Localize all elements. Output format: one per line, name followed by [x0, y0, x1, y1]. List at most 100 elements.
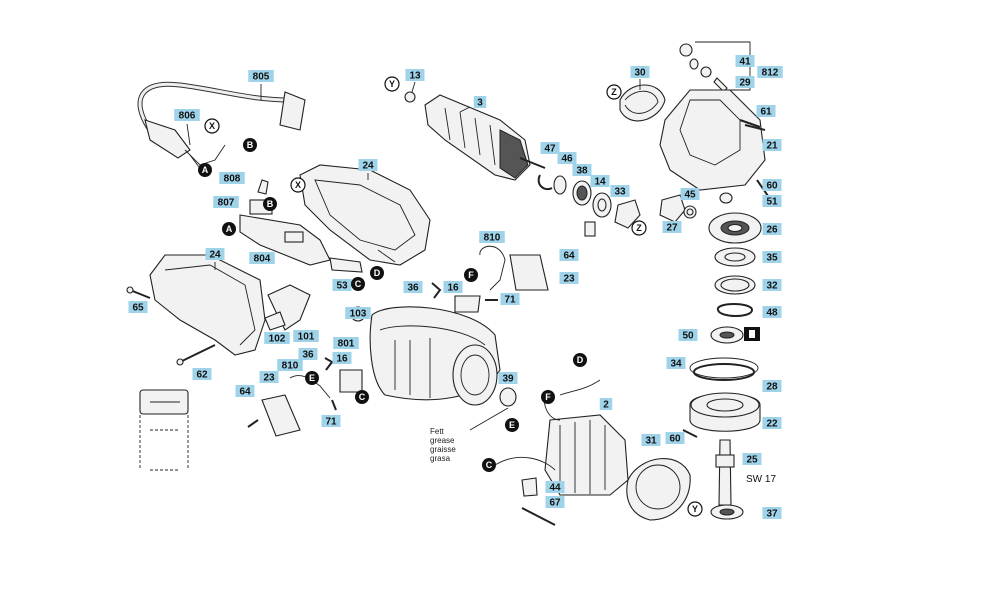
part-label-34: 34	[666, 357, 686, 370]
part-label-64a: 64	[559, 249, 579, 262]
part-label-box	[678, 329, 698, 341]
part-label-text: 50	[682, 331, 694, 342]
part-label-box	[205, 248, 225, 260]
part-labels: 8058068088078042424133474638143330412981…	[128, 55, 783, 520]
callout-letter: A	[202, 165, 209, 175]
callout-circle	[687, 501, 703, 517]
callout-x: X	[290, 177, 306, 193]
part-label-box	[757, 66, 783, 78]
part-label-32: 32	[762, 279, 782, 292]
part-label-33: 33	[610, 185, 630, 198]
callout-circle	[305, 371, 319, 385]
part-label-3: 3	[473, 96, 487, 109]
part-label-text: 27	[666, 223, 678, 234]
part-label-text: 64	[563, 251, 575, 262]
part-label-text: 39	[502, 374, 514, 385]
callout-letter: Z	[636, 223, 642, 233]
part-label-text: 67	[549, 498, 561, 509]
marking-icon	[744, 327, 760, 341]
callout-circle	[505, 418, 519, 432]
part-label-box	[545, 481, 565, 493]
callout-letter: D	[374, 268, 381, 278]
callout-letter: C	[359, 392, 366, 402]
part-label-30: 30	[630, 66, 650, 79]
part-label-47: 47	[540, 142, 560, 155]
callout-e: E	[305, 371, 319, 385]
part-label-text: 30	[634, 68, 646, 79]
callout-b: B	[243, 138, 257, 152]
part-label-46: 46	[557, 152, 577, 165]
part-label-24b: 24	[205, 248, 225, 261]
part-label-box	[403, 281, 423, 293]
field-stator	[494, 379, 629, 496]
part-label-text: 60	[766, 181, 778, 192]
callout-d: D	[370, 266, 384, 280]
part-label-22: 22	[762, 417, 782, 430]
part-label-text: 25	[746, 455, 758, 466]
part-label-box	[321, 415, 341, 427]
part-label-39: 39	[498, 372, 518, 385]
part-label-65: 65	[128, 301, 148, 314]
brush-area-upper	[431, 245, 549, 313]
part-label-text: 16	[336, 354, 348, 365]
part-label-box	[762, 179, 782, 191]
part-label-102: 102	[264, 332, 290, 345]
callout-z: Z	[631, 220, 647, 236]
part-label-24a: 24	[358, 159, 378, 172]
callout-circle	[204, 118, 220, 134]
part-label-box	[666, 357, 686, 369]
part-label-box	[332, 279, 352, 291]
callout-circle	[384, 76, 400, 92]
callout-letter: Y	[389, 79, 395, 89]
part-label-text: 41	[739, 57, 751, 68]
part-label-box	[662, 221, 682, 233]
callout-circle	[290, 177, 306, 193]
part-label-text: 37	[766, 509, 778, 520]
part-label-box	[762, 380, 782, 392]
part-label-text: 65	[132, 303, 144, 314]
part-label-box	[762, 279, 782, 291]
part-label-41: 41	[735, 55, 755, 68]
part-label-text: 806	[179, 111, 196, 122]
part-label-box	[762, 223, 782, 235]
callout-letter: F	[545, 392, 551, 402]
part-label-text: 28	[766, 382, 778, 393]
part-label-61: 61	[756, 105, 776, 118]
part-label-28: 28	[762, 380, 782, 393]
handle-half-upper	[299, 164, 431, 266]
wiring-schematic	[139, 389, 189, 471]
part-label-48: 48	[762, 306, 782, 319]
part-label-box	[762, 417, 782, 429]
part-label-45: 45	[680, 188, 700, 201]
part-label-text: 26	[766, 225, 778, 236]
part-label-box	[219, 172, 245, 184]
part-label-box	[345, 307, 371, 319]
callout-letter: Z	[611, 87, 617, 97]
part-label-text: 34	[670, 359, 682, 370]
part-label-text: 36	[407, 283, 419, 294]
part-label-23a: 23	[559, 272, 579, 285]
part-label-text: 35	[766, 253, 778, 264]
part-label-box	[545, 496, 565, 508]
part-label-text: 51	[766, 197, 778, 208]
part-label-text: 71	[504, 295, 516, 306]
part-label-box	[762, 507, 782, 519]
part-label-text: 47	[544, 144, 556, 155]
callout-circle	[243, 138, 257, 152]
part-label-36b: 36	[298, 348, 318, 361]
end-shield	[626, 458, 691, 521]
grease-text-2: grease	[430, 436, 455, 445]
part-label-box	[599, 398, 613, 410]
part-label-text: 33	[614, 187, 626, 198]
part-label-60b: 60	[665, 432, 685, 445]
small-parts-bottom	[521, 477, 556, 526]
part-label-text: 16	[447, 283, 459, 294]
armature	[404, 91, 546, 181]
part-label-box	[235, 385, 255, 397]
part-label-text: 31	[645, 436, 657, 447]
part-label-box	[259, 371, 279, 383]
grease-text-3: graisse	[430, 445, 456, 454]
wrench-size-label: SW 17	[746, 474, 776, 485]
part-label-26: 26	[762, 223, 782, 236]
